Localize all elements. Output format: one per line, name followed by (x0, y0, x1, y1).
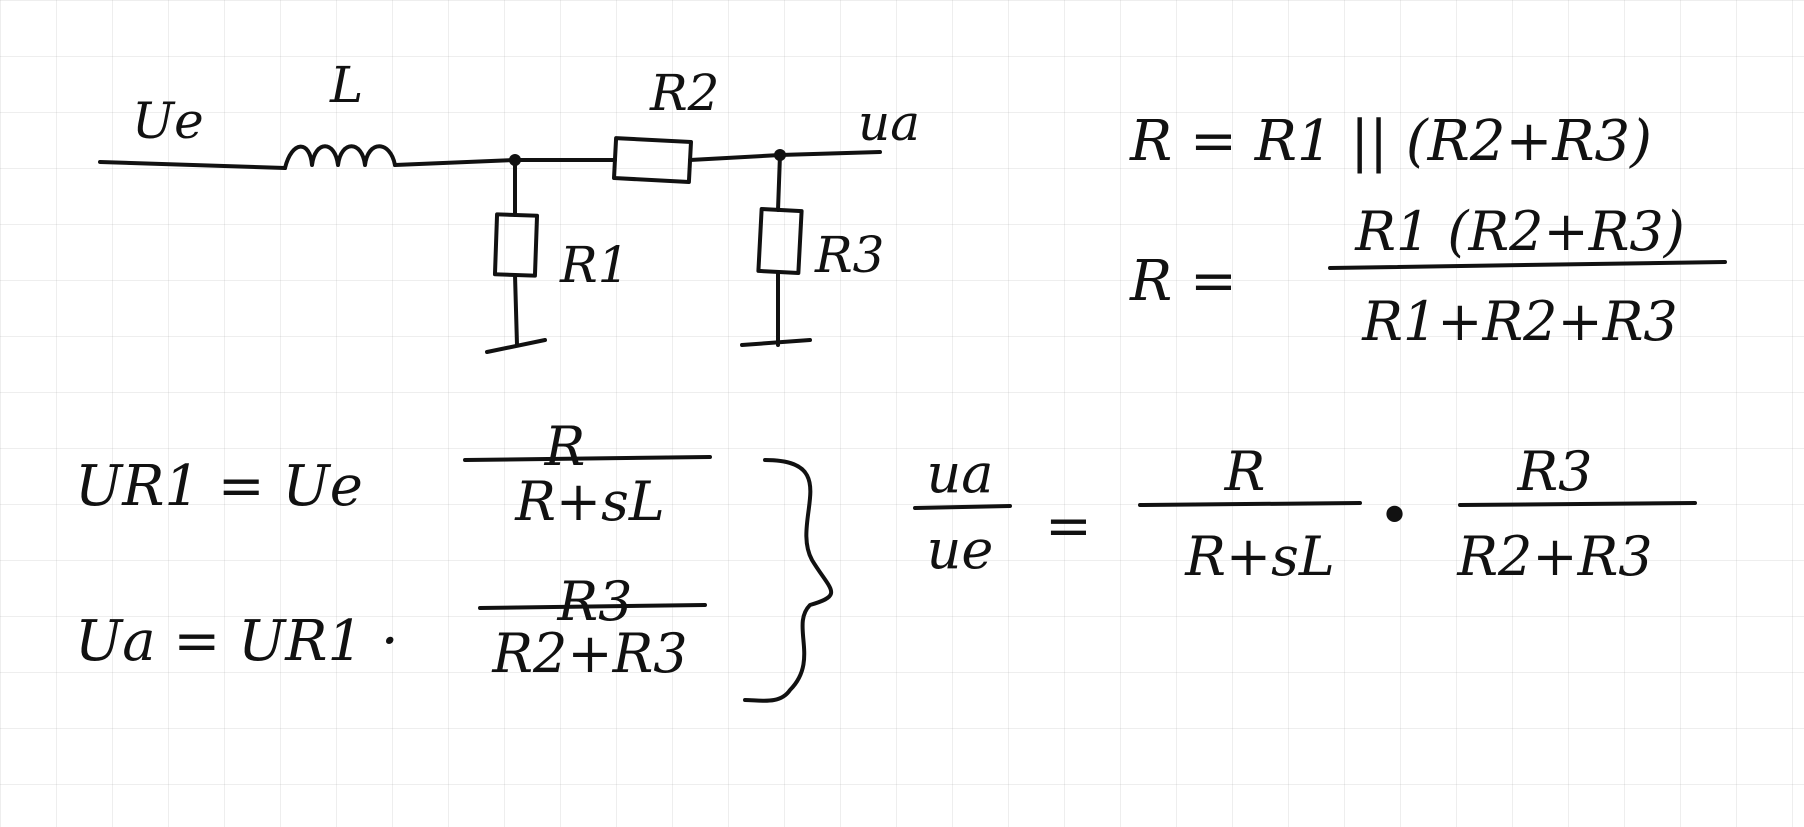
tf-frac2-bar (1458, 501, 1697, 507)
ur1-fraction-bar (463, 455, 712, 462)
ua-equation-lhs: Ua = UR1 · (75, 609, 399, 674)
ur1-equation-lhs: UR1 = Ue (75, 454, 363, 519)
r-fraction-numerator: R1 (R2+R3) (1354, 200, 1685, 263)
r-parallel-equation: R = R1 || (R2+R3) (1129, 109, 1652, 174)
r3-label: R3 (814, 226, 884, 284)
ua-fraction-numerator: R3 (556, 570, 632, 633)
output-voltage-label: ua (858, 94, 920, 152)
inductor-label: L (329, 56, 363, 114)
tf-frac2-numerator: R3 (1516, 440, 1592, 503)
r1-label: R1 (559, 236, 629, 294)
input-voltage-label: Ue (132, 92, 204, 150)
ua-fraction-bar (478, 603, 707, 610)
inductor-coil (283, 144, 397, 170)
tf-lhs-denominator: ue (927, 518, 994, 581)
r-fraction-bar (1328, 260, 1727, 270)
ur1-fraction-denominator: R+sL (514, 470, 664, 533)
tf-frac1-bar (1138, 501, 1362, 507)
ur1-fraction-numerator: R (544, 415, 586, 478)
ground-r3 (740, 338, 812, 347)
ua-fraction-denominator: R2+R3 (491, 622, 687, 685)
curly-brace (743, 458, 834, 703)
wire-r2-node2 (688, 153, 782, 162)
tf-equals-sign: = (1045, 494, 1092, 559)
tf-lhs-fraction-bar (913, 504, 1012, 510)
tf-frac2-denominator: R2+R3 (1456, 525, 1652, 588)
resistor-r2 (612, 136, 693, 184)
output-wire (778, 150, 882, 157)
tf-frac1-numerator: R (1224, 440, 1266, 503)
resistor-r3 (756, 206, 804, 276)
tf-frac1-denominator: R+sL (1184, 525, 1334, 588)
tf-multiply-dot: • (1378, 484, 1411, 549)
ground-r1 (485, 338, 547, 354)
r3-lead-top (776, 153, 782, 212)
resistor-r1 (492, 212, 540, 278)
r2-label: R2 (649, 64, 719, 122)
r-fraction-lhs: R = (1129, 249, 1237, 314)
r-fraction-denominator: R1+R2+R3 (1361, 290, 1678, 353)
wire-node1 (393, 158, 517, 167)
tf-lhs-numerator: ua (927, 442, 994, 505)
input-wire (98, 160, 287, 170)
r1-lead-bottom (513, 273, 519, 347)
